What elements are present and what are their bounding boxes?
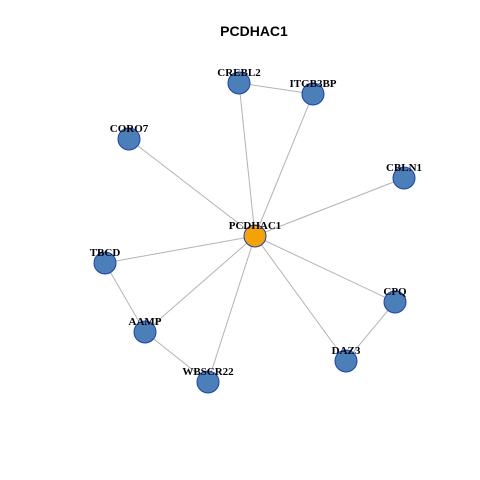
edge-pcdhac1-cpq [254,235,396,303]
edge-pcdhac1-daz3 [254,235,347,362]
node-label-crebl2: CREBL2 [217,67,261,79]
edge-pcdhac1-tbcd [104,235,256,264]
node-label-aamp: AAMP [129,316,162,328]
node-itgb3bp [301,82,325,106]
node-daz3 [334,349,358,373]
node-label-cbln1: CBLN1 [386,162,422,174]
edge-pcdhac1-itgb3bp [254,93,314,237]
node-label-pcdhac1: PCDHAC1 [229,220,282,232]
edge-aamp-wbscr22 [144,331,209,383]
node-label-daz3: DAZ3 [332,345,361,357]
node-label-tbcd: TBCD [90,247,121,259]
edge-pcdhac1-aamp [144,235,256,333]
node-cbln1 [392,166,416,190]
edge-pcdhac1-crebl2 [238,82,256,237]
node-pcdhac1 [243,224,267,248]
node-crebl2 [227,71,251,95]
node-label-wbscr22: WBSCR22 [182,366,234,378]
node-label-coro7: CORO7 [110,123,149,135]
edges-layer [104,82,405,383]
node-coro7 [117,127,141,151]
node-label-itgb3bp: ITGB3BP [289,78,336,90]
edge-tbcd-aamp [104,262,146,333]
node-label-cpq: CPQ [383,286,407,298]
edge-pcdhac1-wbscr22 [207,235,256,383]
edge-daz3-cpq [345,301,396,362]
node-aamp [133,320,157,344]
edge-crebl2-itgb3bp [238,82,314,95]
node-cpq [383,290,407,314]
edge-pcdhac1-coro7 [128,138,256,237]
node-tbcd [93,251,117,275]
edge-pcdhac1-cbln1 [254,177,405,237]
graph-title: PCDHAC1 [220,23,288,39]
node-wbscr22 [196,370,220,394]
